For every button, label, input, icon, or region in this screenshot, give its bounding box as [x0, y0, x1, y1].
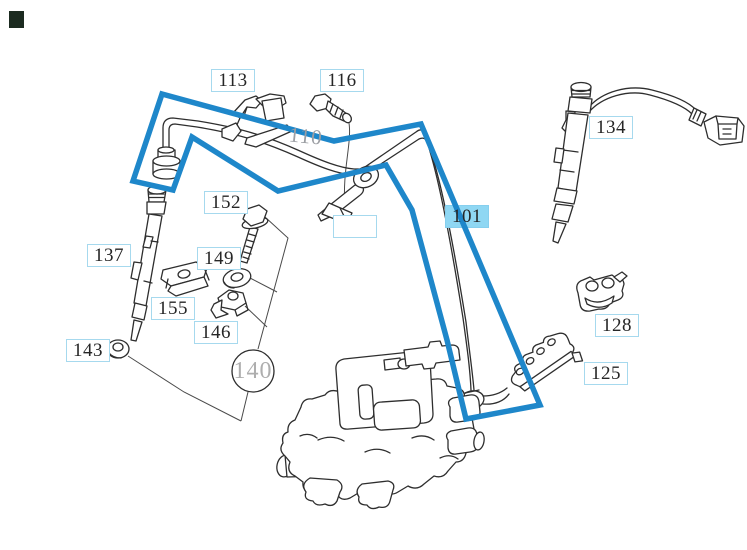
part-label-149[interactable]: 149 [197, 247, 241, 270]
part-label-116[interactable]: 116 [320, 69, 364, 92]
part-label-113[interactable]: 113 [211, 69, 255, 92]
group-circle-140 [231, 349, 275, 393]
part-label-107[interactable] [333, 215, 377, 238]
part-label-143[interactable]: 143 [66, 339, 110, 362]
part-label-137[interactable]: 137 [87, 244, 131, 267]
bolt-152-drawing [239, 204, 269, 264]
washer-143-drawing [106, 339, 130, 359]
injection-pump-drawing [276, 340, 485, 510]
part-label-125[interactable]: 125 [584, 362, 628, 385]
part-label-110: 110 [287, 122, 324, 150]
injector-134-drawing [551, 81, 745, 244]
part-label-152[interactable]: 152 [204, 191, 248, 214]
bracket-128-drawing [576, 271, 628, 312]
part-label-140: 140 [233, 358, 273, 384]
part-label-128[interactable]: 128 [595, 314, 639, 337]
part-label-101[interactable]: 101 [452, 206, 482, 227]
sensor-116-drawing [309, 93, 353, 124]
clamp-113-drawing [221, 93, 293, 148]
clamp-146-drawing [210, 289, 249, 319]
part-label-146[interactable]: 146 [194, 321, 238, 344]
part-label-155[interactable]: 155 [151, 297, 195, 320]
corner-marker [9, 11, 24, 28]
part-label-134[interactable]: 134 [589, 116, 633, 139]
clamp-155-drawing [160, 261, 210, 297]
